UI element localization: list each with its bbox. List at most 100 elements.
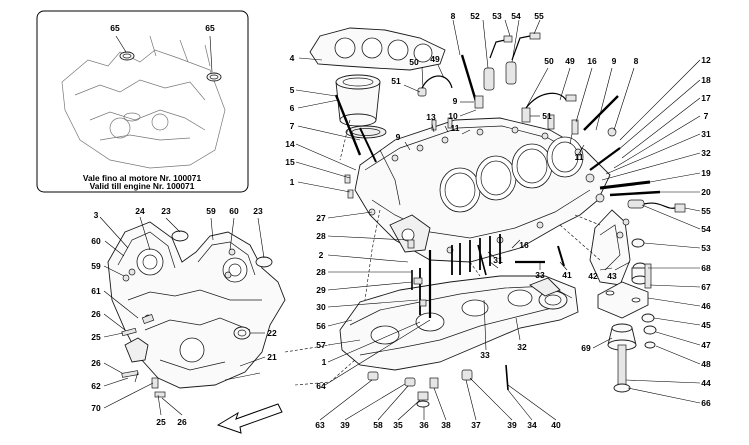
callout-label: 53 <box>701 243 711 253</box>
callout-label: 35 <box>393 420 403 430</box>
callout-label: 56 <box>316 321 326 331</box>
callout-label: 69 <box>581 343 591 353</box>
callout-label: 32 <box>517 342 527 352</box>
callout-label: 28 <box>316 231 326 241</box>
callout-label: 45 <box>701 320 711 330</box>
callout-label: 30 <box>316 302 326 312</box>
callout-label: 26 <box>91 309 101 319</box>
main-bearing-bolts <box>411 234 565 391</box>
callout-label: 31 <box>493 255 503 265</box>
callout-label: 59 <box>206 206 216 216</box>
cover-leaders <box>99 216 266 416</box>
callout-label: 52 <box>470 11 480 21</box>
callout-label: 8 <box>451 11 456 21</box>
callout-label: 64 <box>316 381 326 391</box>
callout-label: 62 <box>91 381 101 391</box>
callout-label: 57 <box>316 340 326 350</box>
callout-label: 65 <box>110 23 120 33</box>
callout-label: 18 <box>701 75 711 85</box>
callout-label: 21 <box>267 352 277 362</box>
callout-label: 43 <box>607 271 617 281</box>
lower-crankcase <box>339 275 579 371</box>
callout-label: 16 <box>587 56 597 66</box>
callout-label: 60 <box>229 206 239 216</box>
callout-label: 38 <box>441 420 451 430</box>
callout-label: 50 <box>409 57 419 67</box>
callout-label: 22 <box>267 328 277 338</box>
callout-label: 13 <box>426 112 436 122</box>
timing-cover-assembly <box>107 221 286 398</box>
callout-label: 5 <box>290 85 295 95</box>
callout-label: 55 <box>701 206 711 216</box>
callout-label: 2 <box>319 250 324 260</box>
seal-ring-right <box>206 72 222 82</box>
block-leaders <box>295 19 701 421</box>
callout-label: 53 <box>492 11 502 21</box>
support-plate <box>597 281 649 319</box>
callout-label: 33 <box>535 270 545 280</box>
callout-label: 24 <box>135 206 145 216</box>
callout-label: 49 <box>565 56 575 66</box>
callout-label: 31 <box>701 129 711 139</box>
dowel-studs <box>334 94 453 199</box>
inset-box: Vale fino al motore Nr. 100071 Valid til… <box>36 10 249 193</box>
callout-label: 8 <box>634 56 639 66</box>
callout-label: 9 <box>453 96 458 106</box>
callout-label: 39 <box>507 420 517 430</box>
inset-block-sketch <box>61 35 226 169</box>
top-sensors <box>417 32 661 203</box>
callout-label: 51 <box>542 111 552 121</box>
pump-gasket <box>124 337 149 363</box>
callout-label: 11 <box>575 152 584 162</box>
inset-note-english: Valid till engine Nr. 100071 <box>90 181 195 191</box>
block-callouts: 4 5 6 7 14 15 1 27 28 2 28 29 30 56 57 1… <box>285 11 711 430</box>
crankcase-block <box>354 117 611 263</box>
callout-label: 36 <box>419 420 429 430</box>
callout-label: 29 <box>316 285 326 295</box>
callout-label: 26 <box>177 417 187 427</box>
bottom-small-parts <box>367 239 473 408</box>
callout-label: 68 <box>701 263 711 273</box>
front-direction-arrow <box>216 403 283 434</box>
callout-label: 42 <box>588 271 598 281</box>
callout-label: 66 <box>701 398 711 408</box>
callout-label: 47 <box>701 340 711 350</box>
callout-label: 54 <box>511 11 521 21</box>
callout-label: 27 <box>316 213 326 223</box>
callout-label: 25 <box>91 332 101 342</box>
callout-label: 14 <box>285 139 295 149</box>
callout-label: 23 <box>161 206 171 216</box>
callout-label: 9 <box>396 132 401 142</box>
callout-label: 7 <box>704 111 709 121</box>
callout-label: 49 <box>430 54 440 64</box>
callout-label: 44 <box>701 378 711 388</box>
callout-label: 11 <box>451 123 460 133</box>
callout-label: 48 <box>701 359 711 369</box>
callout-label: 20 <box>701 187 711 197</box>
callout-label: 70 <box>91 403 101 413</box>
callout-label: 3 <box>94 210 99 220</box>
inset-callouts: 65 65 <box>110 23 215 33</box>
callout-label: 55 <box>534 11 544 21</box>
callout-label: 6 <box>290 103 295 113</box>
cover-callouts: 3 24 23 59 60 23 60 59 61 26 25 26 62 70… <box>91 206 277 427</box>
callout-label: 46 <box>701 301 711 311</box>
callout-label: 50 <box>544 56 554 66</box>
callout-label: 23 <box>253 206 263 216</box>
cylinder-liner <box>335 74 387 139</box>
right-mount-assembly <box>589 199 686 393</box>
callout-label: 58 <box>373 420 383 430</box>
cover-seal <box>233 326 251 340</box>
timing-cover <box>107 221 286 389</box>
callout-label: 16 <box>519 240 529 250</box>
head-gasket <box>309 27 446 71</box>
callout-label: 39 <box>340 420 350 430</box>
inset-frame <box>36 10 249 193</box>
callout-label: 1 <box>322 357 327 367</box>
liner-o-ring <box>345 125 387 139</box>
inset-note-italian: Vale fino al motore Nr. 100071 <box>83 173 202 183</box>
callout-label: 67 <box>701 282 711 292</box>
callout-label: 33 <box>480 350 490 360</box>
